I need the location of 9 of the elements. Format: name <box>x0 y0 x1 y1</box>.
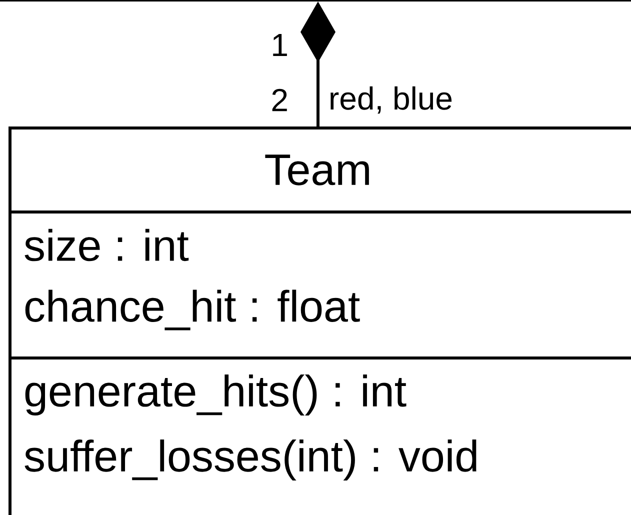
class-box <box>8 126 631 515</box>
edge-label: red, blue <box>328 85 454 115</box>
attribute-text: size : int <box>24 228 189 262</box>
operation-text: suffer_losses(int) : void <box>24 440 476 480</box>
multiplicity-label: 1 <box>273 34 287 56</box>
operation-text: generate_hits() : int <box>25 374 406 416</box>
class-name: Team <box>265 154 369 186</box>
attribute-text: chance_hit : float <box>25 290 360 330</box>
multiplicity-label: 2 <box>272 88 287 112</box>
